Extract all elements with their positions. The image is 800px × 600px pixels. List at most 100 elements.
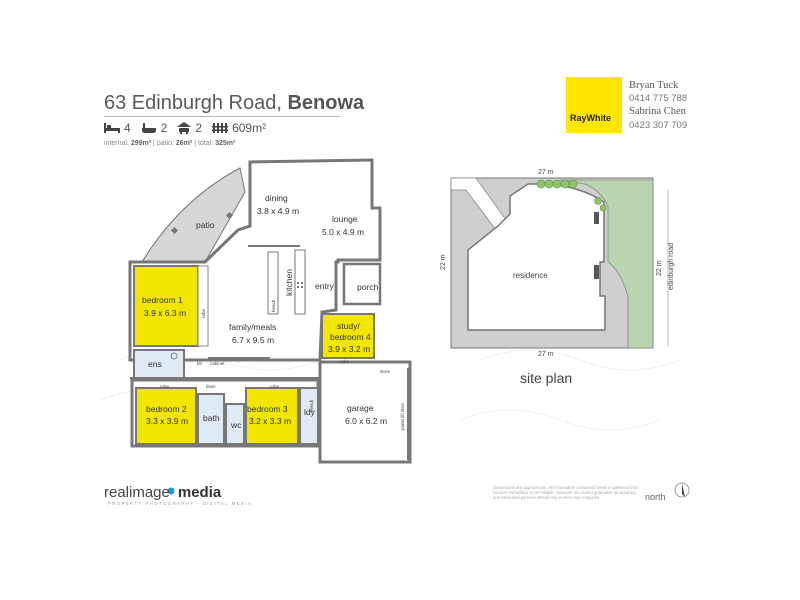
title-divider [104,116,340,117]
bedroom-2-size: 3.3 x 3.9 m [146,416,188,426]
kitchen-bench [267,251,279,315]
north-label: north [645,492,666,502]
site-top-dim: 27 m [538,169,554,176]
bedroom-3-size: 3.2 x 3.3 m [249,416,291,426]
patio-label: patio [196,220,215,230]
lounge-label: lounge [332,214,358,224]
garage-room [318,360,412,464]
beds-stat: 4 [104,121,131,135]
robe-label-4: robe [340,359,350,364]
robe-label-3: robe [270,384,280,389]
bedroom-1-room [133,265,199,347]
total-area: 325m² [215,140,236,147]
study-room [321,313,375,359]
study-size: 3.9 x 3.2 m [328,344,370,354]
patio-area: 26m² [175,140,193,147]
agent-contacts: Bryan Tuck 0414 775 788 Sabrina Chen 042… [629,79,687,132]
bedroom-1-size: 3.9 x 6.3 m [144,308,186,318]
dining-label: dining [265,193,288,203]
kitchen-counter [294,249,306,315]
beds-count: 4 [124,121,131,135]
bath-icon [141,122,156,133]
site-trees [536,179,607,212]
family-label: family/meals [229,322,276,332]
wc-room [225,403,245,445]
agent-1-phone: 0414 775 788 [629,93,688,105]
garage-stat: 2 [177,121,202,135]
logo-text: RayWhite [570,113,612,123]
fence-icon [212,123,229,133]
store-label: store [380,369,391,374]
north-arrow-icon [674,482,690,498]
property-stats: 4 2 2 609m² [104,121,266,135]
bed-icon [104,123,120,133]
family-size: 6.7 x 9.5 m [232,335,274,345]
cabinet-label: cabinet [210,361,225,366]
study-label-1: study/ [337,321,360,331]
car-icon [177,122,192,134]
internal-label: internal: [104,140,129,147]
total-label: total: [197,140,214,147]
agent-2-phone: 0423 307 709 [629,119,688,131]
brand-part-a: realimage [104,484,170,501]
residence-footprint [467,183,606,331]
entry-label: entry [315,281,335,291]
site-bottom-dim: 27 m [538,351,554,358]
bir-label: bir [197,361,203,366]
baths-stat: 2 [141,121,168,135]
disclaimer-text: Dimensions are approximate. All informat… [493,485,639,500]
sep-1: | [153,140,155,147]
garage-label: garage [347,403,374,413]
dining-size: 3.8 x 4.9 m [257,206,299,216]
site-plan-label: site plan [520,370,573,386]
bedroom-3-room [245,387,299,445]
internal-area: 299m² [130,140,152,147]
patio-area [141,167,246,263]
brand-tagline: PROPERTY PHOTOGRAPHY · DIGITAL MEDIA [108,501,253,506]
robe-label-1: robe [201,308,206,318]
land-stat: 609m² [212,121,266,135]
patio-label: patio: [156,140,174,147]
land-size: 609m² [232,121,267,135]
realimage-media-logo: realimage media [104,484,221,501]
area-summary: internal: 299m² | patio: 26m² | total: 3… [104,140,235,147]
bench-label-2: bench [309,399,314,412]
robe-label-2: robe [160,384,170,389]
bench-label-1: bench [271,299,276,312]
raywhite-logo: RayWhite [566,77,622,133]
laundry-room [299,387,319,445]
agent-1-name: Bryan Tuck [629,80,679,91]
lounge-size: 5.0 x 4.9 m [322,227,364,237]
ens-label: ens [148,359,162,369]
bedroom-3-label: bedroom 3 [247,404,288,414]
bedroom-2-room [135,387,197,445]
address-suburb: Benowa [287,92,365,114]
garage-size: 6.0 x 6.2 m [345,416,387,426]
porch-label: porch [357,282,379,292]
property-address: 63 Edinburgh Road, Benowa [104,92,364,115]
road-label: edinburgh road [668,243,675,290]
wc-label: wc [230,420,242,430]
site-left-dim: 22 m [440,254,447,270]
bath-label: bath [203,413,220,423]
garage-count: 2 [195,121,203,135]
bedroom-1-label: bedroom 1 [142,295,183,305]
sep-2: | [194,140,197,147]
residence-label: residence [513,271,548,280]
garden [559,179,654,349]
panel-lift-label: panel lift door [400,402,405,430]
agent-2-name: Sabrina Chen [629,106,686,118]
baths-count: 2 [160,121,168,135]
brand-part-b: media [177,484,222,501]
study-label-2: bedroom 4 [330,332,371,342]
bath-room [197,393,225,445]
brand-dot-icon [167,487,175,495]
site-right-dim: 22 m [656,260,663,276]
kitchen-label: kitchen [284,269,294,296]
address-street: 63 Edinburgh Road, [104,92,282,114]
bedroom-2-label: bedroom 2 [146,404,187,414]
linen-label: linen [206,384,216,389]
patio-posts [170,211,234,235]
laundry-label: ldy [304,407,316,417]
